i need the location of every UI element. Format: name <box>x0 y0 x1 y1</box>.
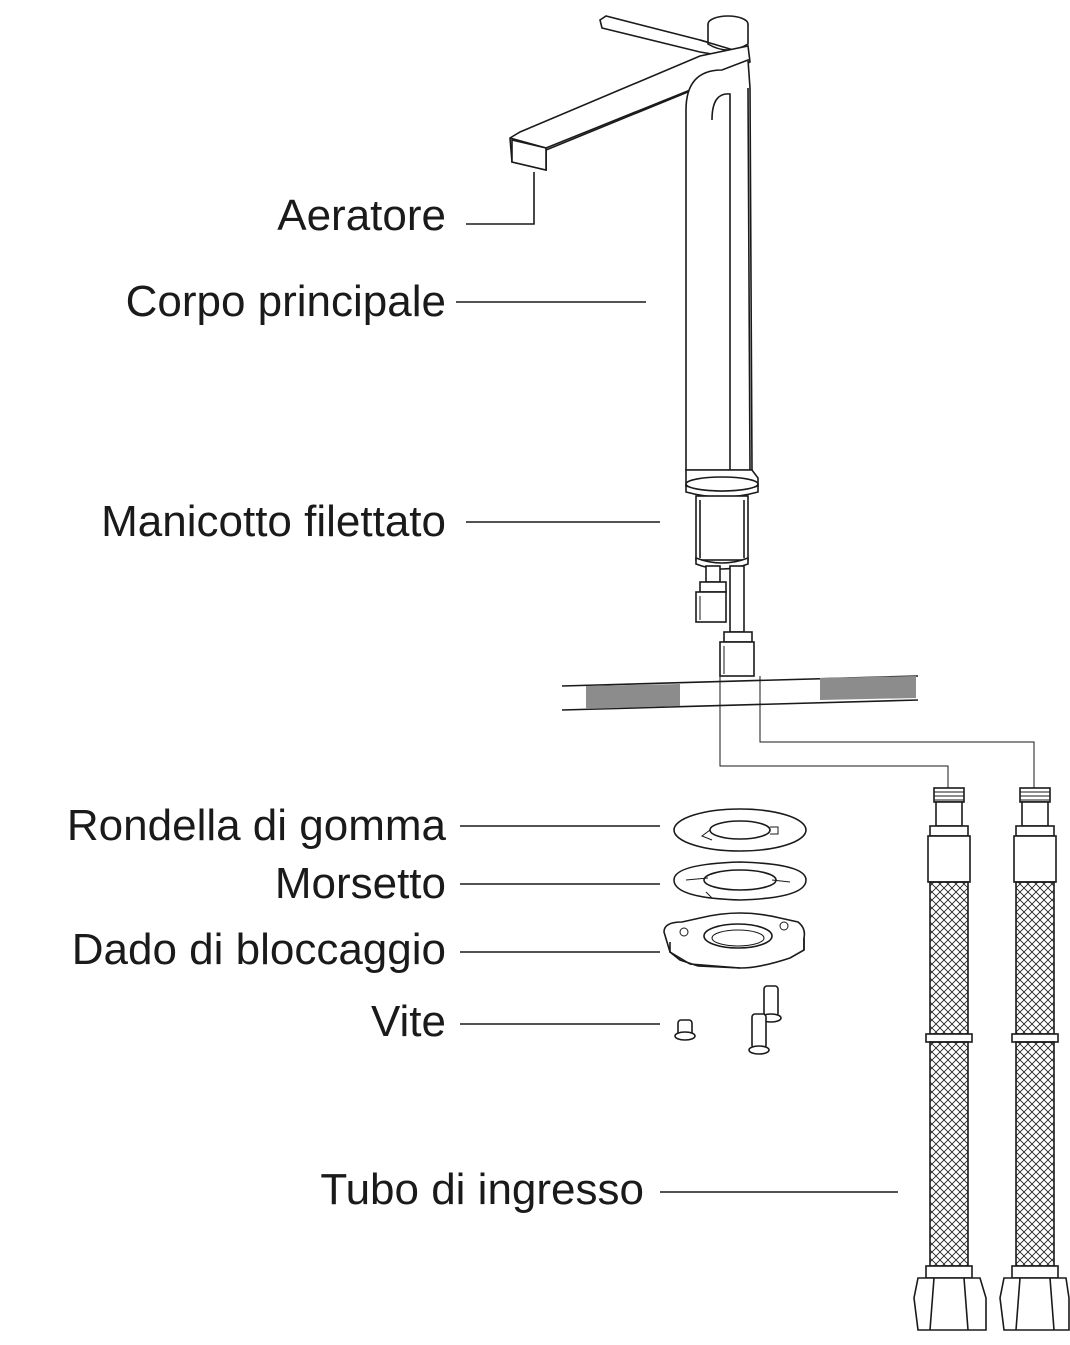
connection-lines <box>719 676 1035 790</box>
leader-aeratore <box>466 172 535 225</box>
clamp-plate <box>673 861 807 901</box>
connector-right <box>719 565 755 677</box>
label-vite: Vite <box>370 997 446 1046</box>
main-body <box>685 58 753 471</box>
threaded-sleeve <box>695 495 749 570</box>
label-corpo-principale: Corpo principale <box>125 277 446 326</box>
label-aeratore: Aeratore <box>277 191 446 240</box>
countertop <box>561 675 919 711</box>
rubber-washer <box>673 808 807 852</box>
connector-left <box>695 565 727 623</box>
screw <box>748 1013 770 1055</box>
base-flange <box>685 469 759 498</box>
label-manicotto-filettato: Manicotto filettato <box>101 497 446 546</box>
leader-lines <box>456 172 898 1193</box>
faucet-assembly <box>509 15 759 677</box>
label-rondella-di-gomma: Rondella di gomma <box>66 801 446 850</box>
screw <box>674 1019 696 1041</box>
label-morsetto: Morsetto <box>274 859 446 908</box>
handle-lever <box>599 15 749 57</box>
inlet-hose-left <box>913 787 987 1331</box>
inlet-hose-right <box>999 787 1070 1331</box>
label-dado-di-bloccaggio: Dado di bloccaggio <box>71 925 446 974</box>
screws <box>674 985 782 1055</box>
label-tubo-di-ingresso: Tubo di ingresso <box>320 1165 644 1214</box>
lock-nut <box>663 912 806 969</box>
aerator-tip <box>511 138 547 172</box>
